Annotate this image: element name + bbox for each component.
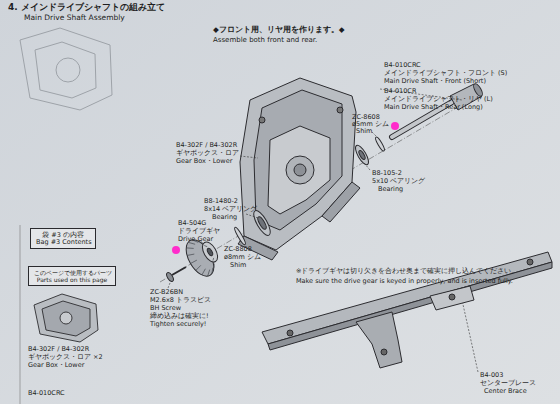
grease-mark — [391, 122, 399, 130]
bearing-5x10 — [353, 143, 371, 166]
part-label: 締め込みは確実に! — [150, 313, 209, 320]
part-label: B4-504G — [178, 220, 206, 227]
part-label: B4-010CRC — [384, 62, 421, 69]
gear-tooth — [202, 269, 206, 275]
part-label: M2.6x8 トラスビス — [150, 297, 211, 304]
part-label: ギヤボックス・ロア — [176, 150, 239, 157]
shim-8mm — [233, 226, 246, 245]
part-label: B4-302F / B4-302R — [176, 142, 237, 149]
gear-teeth — [186, 240, 214, 276]
part-label: ZC-8808 — [224, 246, 252, 253]
gear-tooth — [212, 258, 214, 261]
gear-box-thumbnail — [34, 294, 98, 342]
part-label: B4-302F / B4-302R — [28, 346, 89, 353]
part-label: ZC-B26BN — [150, 289, 183, 296]
part-label: B8-1480-2 — [204, 198, 238, 205]
bh-screw — [165, 267, 186, 283]
bag-contents-box: 袋 #3 の内容Bag #3 Contents — [30, 228, 96, 249]
gear-tooth — [212, 268, 213, 274]
part-label: Main Drive Shaft・Rear (Long) — [384, 104, 483, 111]
part-label: 8x14 ベアリング — [204, 206, 257, 213]
part-label: B4-010CR — [384, 88, 416, 95]
box-text: このページで使用するパーツ — [34, 270, 110, 277]
part-label: メインドライブシャフト・リヤ (L) — [384, 96, 493, 103]
parts-used-box: このページで使用するパーツParts used on this page — [28, 266, 116, 286]
gear-tooth — [196, 265, 201, 270]
gear-tooth — [208, 270, 210, 277]
part-label: Bearing — [212, 214, 237, 221]
part-label: Center Brace — [484, 388, 527, 395]
part-label: Main Drive Shaft・Front (Short) — [384, 78, 486, 85]
part-label: Drive Gear — [178, 236, 213, 243]
box-text: Bag #3 Contents — [36, 239, 90, 246]
faded-gearbox — [20, 28, 112, 110]
gear-tooth — [204, 246, 207, 247]
part-label: センターブレース — [480, 380, 536, 387]
box-text: Parts used on this page — [34, 277, 110, 284]
part-label: BH Screw — [150, 305, 181, 312]
part-label: Bearing — [378, 186, 403, 193]
part-label: Tighten securely! — [150, 321, 206, 328]
part-label: Shim — [230, 262, 246, 269]
part-label: Gear Box・Lower — [28, 362, 84, 369]
part-label: 5x10 ベアリング — [372, 178, 425, 185]
gear-tooth — [187, 254, 194, 255]
part-label: Assemble both front and rear. — [213, 37, 317, 45]
part-label: B8-105-2 — [372, 170, 402, 177]
part-label: Shim — [356, 128, 372, 135]
part-label: ø8mm シム — [224, 254, 261, 261]
part-label: Make sure the drive gear is keyed in pro… — [296, 278, 513, 285]
shim-5mm — [374, 136, 385, 152]
part-label: B4-003 — [480, 372, 503, 379]
grease-mark — [172, 246, 180, 254]
step-title: 4. メインドライブシャフトの組み立て — [8, 3, 165, 13]
part-label: Gear Box・Lower — [176, 158, 232, 165]
part-label: ◆フロント用、リヤ用を作ります。◆ — [213, 26, 345, 34]
gear-tooth — [213, 264, 215, 269]
panel-rule — [20, 225, 21, 404]
box-text: 袋 #3 の内容 — [36, 232, 90, 239]
part-label: ギヤボックス・ロア ×2 — [28, 354, 103, 361]
part-label: ドライブギヤ — [178, 228, 220, 235]
gear-box-lower — [238, 78, 360, 260]
center-brace — [262, 252, 552, 368]
gear-tooth — [210, 251, 212, 253]
part-label: B4-010CRC — [28, 390, 65, 397]
gear-tooth — [190, 260, 196, 263]
part-label: Main Drive Shaft Assembly — [24, 14, 125, 22]
gear-tooth — [186, 247, 193, 249]
part-label: メインドライブシャフト・フロント (S) — [384, 70, 507, 77]
part-label: ※ドライブギヤは切り欠きを合わせ奥まで確実に押し込んでください。 — [296, 268, 518, 275]
gear-side-parts — [165, 208, 273, 282]
